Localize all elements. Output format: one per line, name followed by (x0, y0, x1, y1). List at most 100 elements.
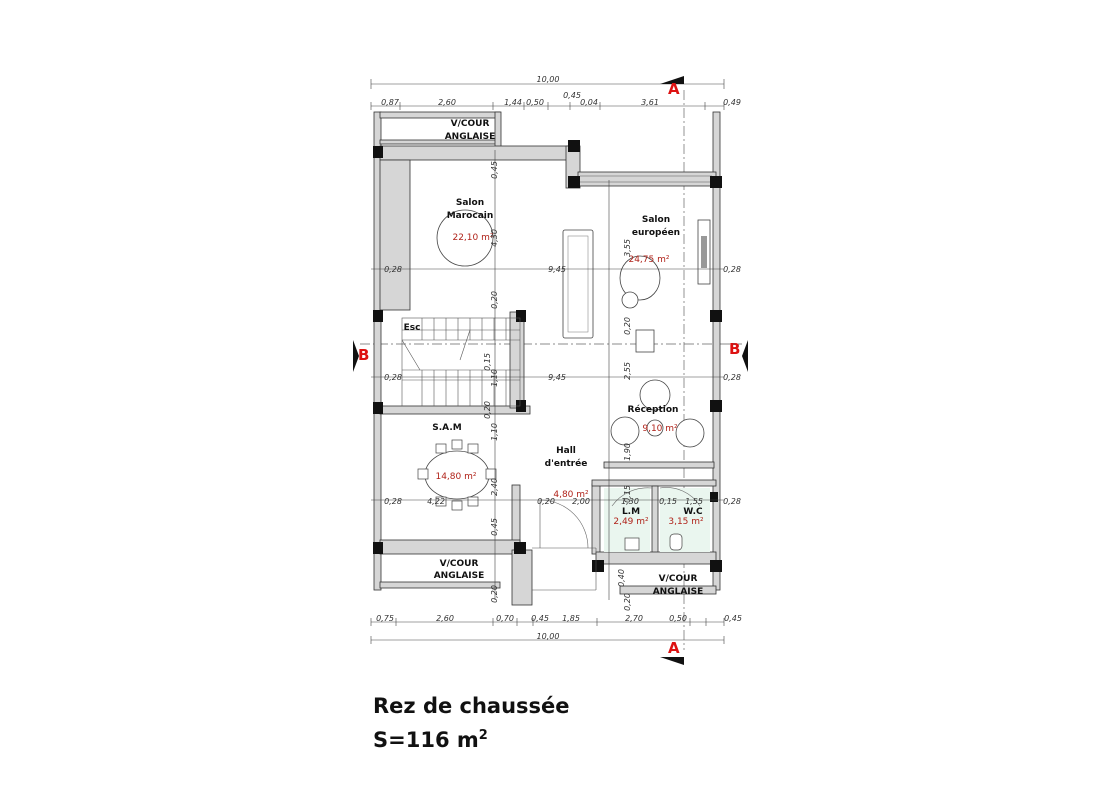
top-dim-1: 0,87 (381, 98, 400, 107)
surface-area: S=116 m2 (373, 728, 488, 752)
salon-europeen-area: 24,75 m² (628, 255, 669, 265)
bottom-dim-2: 2,60 (436, 614, 454, 623)
dim-v-110: 1,10 (490, 369, 499, 387)
tv-unit (697, 219, 711, 285)
bathroom-fixtures (604, 487, 710, 552)
columns (373, 140, 722, 572)
court-bottom-left-label-1: V/COUR (440, 559, 479, 569)
hall-area: 4,80 m² (553, 490, 589, 500)
court-top-label-2: ANGLAISE (445, 132, 496, 142)
salon-marocain-label-2: Marocain (447, 211, 494, 221)
floor-plan: 10,00 0,87 2,60 1,44 0,50 0,45 0,04 3,61… (353, 75, 748, 665)
dim-h-945-a: 9,45 (548, 265, 566, 274)
top-dim-4: 0,50 (526, 98, 544, 107)
inner-dimension-lines (371, 150, 724, 600)
dim-h-028-b: 0,28 (723, 265, 741, 274)
dim-v-020-d: 0,20 (623, 317, 632, 335)
bottom-dimension-lines: 0,75 2,60 0,70 0,45 1,85 2,70 0,50 0,45 … (370, 614, 742, 644)
dim-h-155: 1,55 (685, 497, 703, 506)
dim-h-028-a: 0,28 (384, 265, 402, 274)
top-dim-3: 1,44 (504, 98, 522, 107)
dim-h-028-c: 0,28 (384, 373, 402, 382)
dim-v-015-b: 0,15 (623, 485, 632, 503)
dim-h-130: 1,30 (621, 497, 639, 506)
bottom-dim-7: 0,50 (669, 614, 687, 623)
section-a-marker-top: A (660, 76, 684, 98)
top-dim-6: 0,04 (580, 98, 598, 107)
reception-chairs (610, 379, 705, 448)
dim-v-255: 2,55 (623, 362, 632, 380)
top-dim-5: 0,45 (563, 91, 581, 100)
sam-area: 14,80 m² (435, 472, 476, 482)
dim-h-020-a: 0,20 (537, 497, 555, 506)
entry-door (532, 499, 597, 591)
salon-marocain-area: 22,10 m² (452, 233, 493, 243)
dim-v-045-b: 0,45 (490, 518, 499, 536)
staircase (401, 317, 521, 407)
hall-label-1: Hall (556, 446, 576, 456)
top-total-dim: 10,00 (537, 75, 560, 84)
lm-label: L.M (622, 507, 640, 517)
walls (373, 111, 721, 606)
round-table-salon (436, 209, 494, 267)
top-dim-2: 2,60 (438, 98, 456, 107)
sam-label: S.A.M (432, 423, 461, 433)
salon-europeen-label-1: Salon (642, 215, 670, 225)
dim-v-355: 3,55 (623, 239, 632, 257)
dim-v-430: 4,30 (490, 229, 499, 247)
plan-title: Rez de chaussée (373, 694, 570, 718)
bottom-total-dim: 10,00 (537, 632, 560, 641)
bottom-dim-1: 0,75 (376, 614, 394, 623)
dim-h-015: 0,15 (659, 497, 677, 506)
dim-v-240: 2,40 (490, 478, 499, 496)
dim-v-190: 1,90 (623, 443, 632, 461)
dim-v-020-a: 0,20 (490, 291, 499, 309)
top-dimension-lines: 10,00 0,87 2,60 1,44 0,50 0,45 0,04 3,61… (370, 75, 741, 110)
surface-sup: 2 (478, 728, 488, 743)
bottom-dim-8: 0,45 (724, 614, 742, 623)
section-a-marker-bottom: A (660, 639, 684, 665)
salon-marocain-label-1: Salon (456, 198, 484, 208)
top-dim-8: 0,49 (723, 98, 741, 107)
lm-area: 2,49 m² (613, 517, 649, 527)
esc-label: Esc (404, 323, 421, 333)
dim-h-422: 4,22 (427, 497, 445, 506)
dim-h-028-d: 0,28 (723, 373, 741, 382)
court-bottom-right-label-2: ANGLAISE (653, 587, 704, 597)
bottom-dim-3: 0,70 (496, 614, 514, 623)
dim-v-040: 0,40 (617, 569, 626, 587)
vertical-dims: 0,45 4,30 0,20 0,15 1,10 0,20 1,10 2,40 … (483, 161, 632, 611)
dining-table (417, 439, 497, 511)
svg-text:B: B (729, 340, 740, 358)
dim-v-020-e: 0,20 (623, 593, 632, 611)
bottom-dim-6: 2,70 (625, 614, 643, 623)
bottom-dim-4: 0,45 (531, 614, 549, 623)
reception-label: Réception (628, 404, 679, 415)
wc-area: 3,15 m² (668, 517, 704, 527)
wc-label: W.C (683, 507, 703, 517)
dim-h-200: 2,00 (572, 497, 590, 506)
sofa (562, 229, 594, 339)
svg-text:A: A (668, 80, 680, 98)
dim-v-045-a: 0,45 (490, 161, 499, 179)
salon-europeen-label-2: européen (632, 227, 680, 238)
court-top-label-1: V/COUR (451, 119, 490, 129)
dim-v-020-b: 0,20 (483, 401, 492, 419)
dim-v-110-b: 1,10 (490, 423, 499, 441)
svg-text:B: B (358, 346, 369, 364)
dim-h-028-f: 0,28 (723, 497, 741, 506)
top-dim-7: 3,61 (641, 98, 659, 107)
court-bottom-left-label-2: ANGLAISE (434, 571, 485, 581)
lounge-chairs (619, 255, 661, 353)
court-bottom-right-label-1: V/COUR (659, 574, 698, 584)
dim-h-028-e: 0,28 (384, 497, 402, 506)
section-b-marker-right: B (729, 340, 748, 372)
section-b-marker-left: B (353, 340, 369, 372)
svg-text:A: A (668, 639, 680, 657)
hall-label-2: d'entrée (545, 458, 588, 469)
reception-area: 9,10 m² (642, 424, 678, 434)
dim-v-020-c: 0,20 (490, 585, 499, 603)
bottom-dim-5: 1,85 (562, 614, 580, 623)
dim-h-945-b: 9,45 (548, 373, 566, 382)
surface-label: S=116 m (373, 728, 479, 752)
